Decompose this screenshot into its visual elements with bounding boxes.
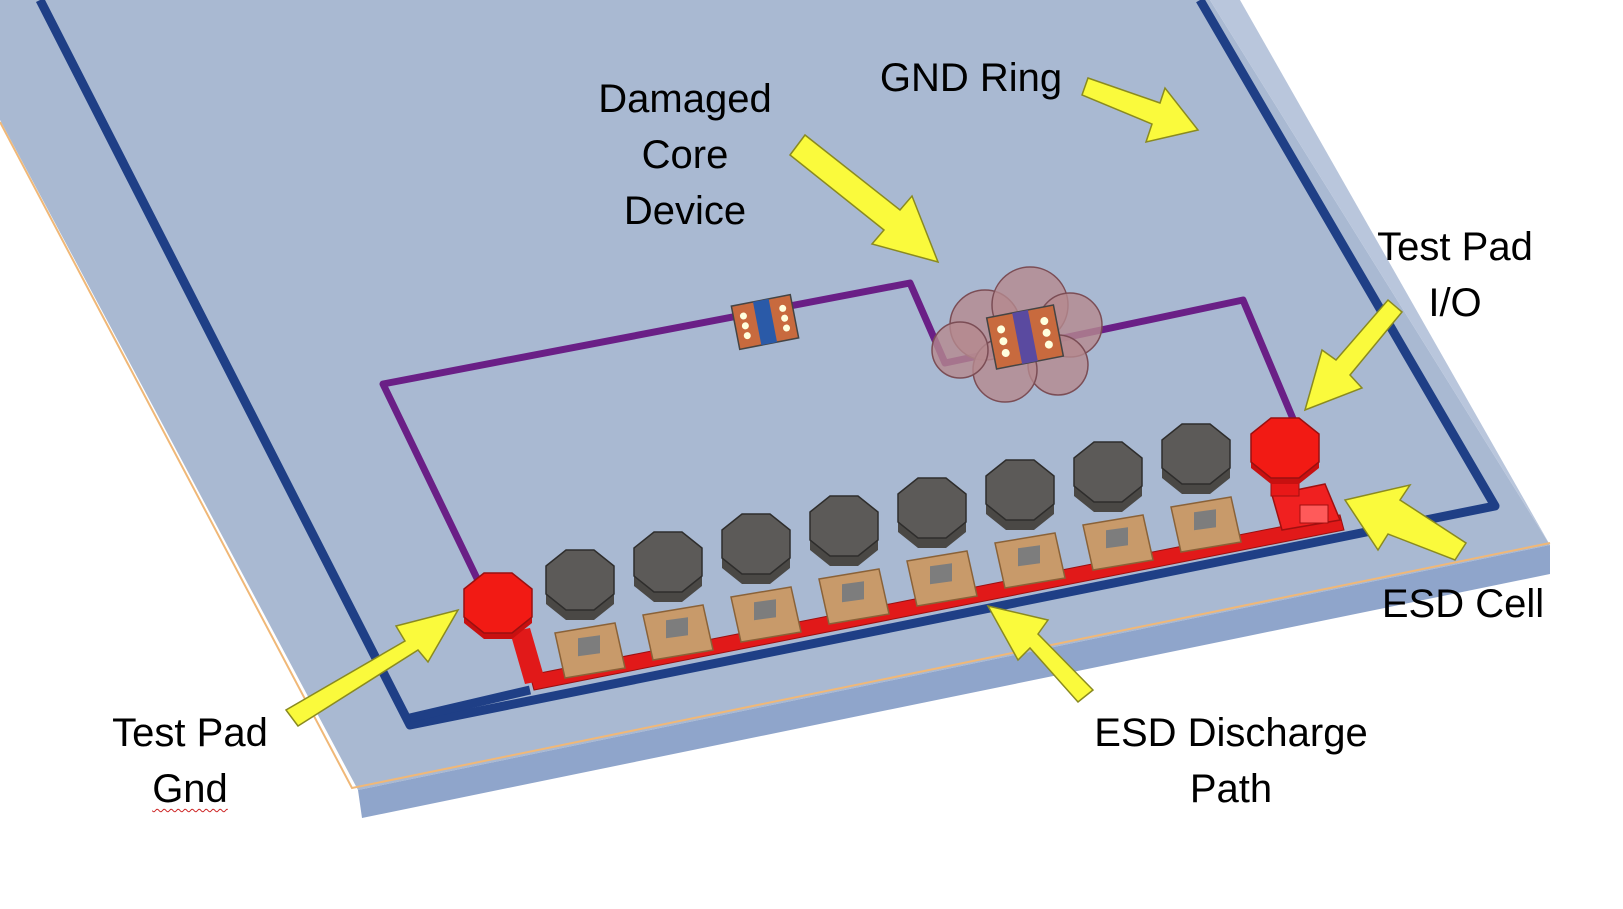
gnd-ring	[35, 0, 1500, 730]
arrow-to-damaged-device	[788, 133, 940, 264]
io-pad	[545, 549, 626, 679]
io-pad	[1161, 423, 1242, 553]
io-pad	[985, 459, 1066, 589]
arrow-to-esd-cell	[1343, 483, 1468, 561]
io-pad	[633, 531, 714, 661]
io-pads	[545, 423, 1242, 679]
arrow-to-gnd-ring	[1081, 77, 1200, 144]
core-trace	[379, 279, 1311, 628]
label-esd-discharge-path: ESD Discharge Path	[1094, 711, 1368, 811]
label-damaged-core-device: Damaged Core Device	[598, 77, 772, 233]
damaged-core-device	[931, 266, 1103, 403]
io-pad	[809, 495, 890, 625]
die-highlight-edge	[0, 121, 1551, 790]
io-pad	[897, 477, 978, 607]
io-pad	[1073, 441, 1154, 571]
test-pad-io	[1250, 417, 1320, 497]
arrows	[284, 77, 1468, 728]
arrow-to-test-pad-io	[1303, 298, 1404, 412]
core-device	[730, 293, 800, 351]
label-gnd-ring: GND Ring	[879, 56, 1063, 100]
die-front-edge	[358, 545, 1550, 818]
arrow-to-discharge-path	[986, 604, 1095, 704]
label-test-pad-gnd: Test Pad Gnd	[112, 711, 268, 811]
label-test-pad-io: Test Pad I/O	[1377, 225, 1533, 325]
label-esd-cell: ESD Cell	[1381, 582, 1545, 626]
die-top-surface	[0, 0, 1550, 790]
test-pad-gnd	[463, 572, 533, 639]
die-right-edge	[1210, 0, 1550, 545]
io-pad	[721, 513, 802, 643]
arrow-to-test-pad-gnd	[284, 608, 460, 728]
chip-die	[0, 0, 1551, 818]
